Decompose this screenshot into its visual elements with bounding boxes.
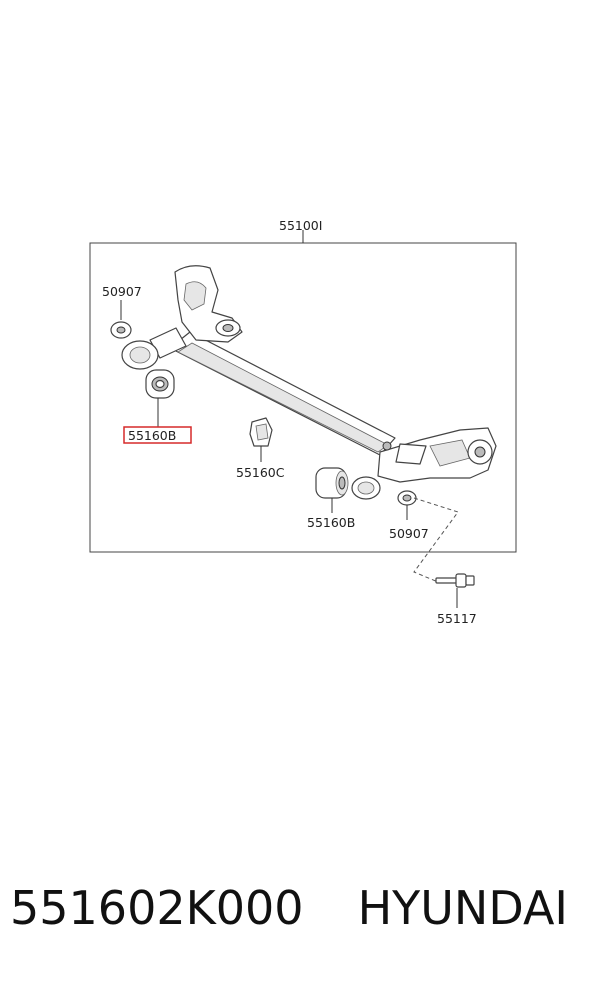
label-55160B-highlighted: 55160B (128, 428, 176, 443)
torsion-beam-axle (121, 265, 497, 500)
bracket-55160c (249, 417, 273, 447)
nut-50907-top-left (110, 321, 132, 339)
part-number: 551602K000 (10, 881, 304, 935)
label-55100I: 55100I (279, 218, 322, 233)
product-caption: 551602K000 HYUNDAI (10, 880, 594, 936)
label-50907-top-left: 50907 (102, 284, 142, 299)
nut-50907-right (397, 490, 417, 506)
highlight-box (123, 426, 192, 444)
label-55160B-right: 55160B (307, 515, 355, 530)
label-55160C: 55160C (236, 465, 285, 480)
bushing-55160b-left (145, 369, 175, 399)
assembly-dash-line (413, 497, 459, 583)
bushing-55160b-right (315, 467, 349, 499)
bolt-55117 (435, 573, 475, 588)
label-55117: 55117 (437, 611, 477, 626)
label-50907-right: 50907 (389, 526, 429, 541)
brand-name: HYUNDAI (357, 881, 568, 935)
